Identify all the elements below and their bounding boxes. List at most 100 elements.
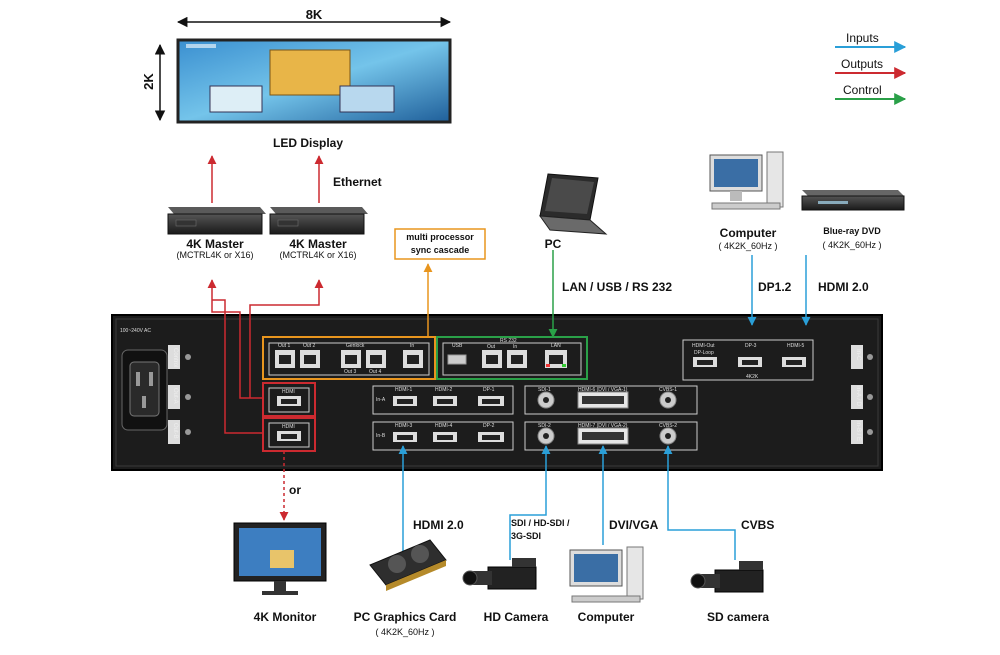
top-computer-spec: ( 4K2K_60Hz ) bbox=[718, 241, 778, 251]
led-title: LED Display bbox=[272, 136, 344, 150]
hd-camera-input-arrow bbox=[509, 445, 551, 560]
usb-label: USB bbox=[452, 343, 463, 349]
side-label-out-a: Out-A bbox=[172, 388, 178, 404]
led-width-label: 8K bbox=[305, 7, 323, 22]
dp1-label: DP-1 bbox=[483, 387, 495, 393]
in-b-hdmi-dp-row bbox=[372, 421, 514, 451]
genlock-section bbox=[262, 336, 436, 380]
sd-camera-input-arrow bbox=[663, 445, 736, 560]
processor-chassis bbox=[111, 314, 883, 471]
cvbs1-label: CVBS-1 bbox=[659, 387, 678, 393]
bluray-player bbox=[801, 190, 905, 211]
side-label-in-a-d: In-A / D bbox=[855, 386, 861, 407]
pc-title: PC bbox=[544, 237, 562, 251]
top-computer-title: Computer bbox=[719, 226, 777, 240]
cascade-label-line2: sync cascade bbox=[410, 245, 470, 255]
legend bbox=[835, 41, 907, 105]
dp3-label: DP-3 bbox=[745, 343, 757, 349]
out1-label: Out 1 bbox=[278, 343, 291, 349]
hdmi1-label: HDMI-1 bbox=[395, 387, 413, 393]
side-tab-out-b bbox=[168, 420, 180, 444]
genlock-label: Genlock bbox=[346, 343, 365, 349]
master2-title: 4K Master bbox=[289, 237, 347, 251]
bottom-computer-title: Computer bbox=[577, 610, 635, 624]
power-inlet bbox=[121, 349, 168, 431]
side-tab-control bbox=[168, 345, 180, 369]
in-d-sdi-dvi-cvbs-row bbox=[524, 385, 698, 415]
master-controller-1 bbox=[167, 207, 266, 235]
dp2-label: DP-2 bbox=[483, 423, 495, 429]
master-controller-2 bbox=[269, 207, 368, 235]
side-tab-out-a bbox=[168, 385, 180, 409]
legend-control-label: Control bbox=[843, 83, 882, 97]
side-tab-in-c bbox=[851, 345, 863, 369]
hdmi-out-label: HDMI-Out bbox=[692, 343, 715, 349]
in-c-4k-label: 4K2K bbox=[746, 374, 759, 380]
master1-title: 4K Master bbox=[186, 237, 244, 251]
rs-out-label: Out bbox=[487, 344, 496, 350]
sd-camera-link-label: CVBS bbox=[741, 518, 775, 532]
out3-label: Out 3 bbox=[344, 369, 357, 375]
control-section bbox=[436, 336, 588, 380]
pc-link-label: LAN / USB / RS 232 bbox=[562, 280, 673, 294]
legend-outputs-label: Outputs bbox=[841, 57, 884, 71]
in-a-hdmi-dp-row bbox=[372, 385, 514, 415]
laptop-pc bbox=[538, 173, 608, 235]
out-b-hdmi-label: HDMI bbox=[282, 424, 295, 430]
led-height-label: 2K bbox=[140, 73, 156, 90]
4k-monitor bbox=[233, 522, 327, 595]
side-label-in-b-e: In-B / E bbox=[855, 421, 861, 442]
side-label-out-b: Out-B bbox=[172, 423, 178, 439]
graphics-card bbox=[369, 539, 447, 591]
sdi1-label: SDI-1 bbox=[538, 387, 551, 393]
hdmi4-label: HDMI-4 bbox=[435, 423, 453, 429]
led-display bbox=[154, 16, 452, 124]
side-tab-in-b-e bbox=[851, 420, 863, 444]
hdmi5-label: HDMI-5 bbox=[787, 343, 805, 349]
hd-camera-title: HD Camera bbox=[483, 610, 549, 624]
led-window-2 bbox=[209, 85, 263, 113]
bluray-title: Blue-ray DVD bbox=[823, 226, 881, 236]
cvbs2-label: CVBS-2 bbox=[659, 423, 678, 429]
in-b-label: In-B bbox=[376, 433, 386, 439]
desktop-computer-bottom bbox=[569, 546, 644, 603]
rs232-label: RS 232 bbox=[500, 338, 517, 344]
out4-label: Out 4 bbox=[369, 369, 382, 375]
usb-rs232-lan-ports bbox=[447, 350, 567, 368]
graphics-title: PC Graphics Card bbox=[353, 610, 457, 624]
ethernet-label: Ethernet bbox=[333, 175, 382, 189]
in-c-section bbox=[682, 339, 814, 381]
sdi2-label: SDI-2 bbox=[538, 423, 551, 429]
hd-camera bbox=[462, 558, 537, 590]
rj45-ports-out bbox=[275, 350, 423, 368]
hdmi2-label: HDMI-2 bbox=[435, 387, 453, 393]
hd-camera-link-line1: SDI / HD-SDI / bbox=[511, 518, 570, 528]
out-a-hdmi-label: HDMI bbox=[282, 389, 295, 395]
dp12-label: DP1.2 bbox=[758, 280, 792, 294]
led-window-1 bbox=[269, 49, 351, 96]
cascade-label-line1: multi processor bbox=[406, 232, 474, 242]
hdmi3-label: HDMI-3 bbox=[395, 423, 413, 429]
desktop-computer-top bbox=[709, 151, 784, 210]
graphics-link-label: HDMI 2.0 bbox=[413, 518, 464, 532]
genlock-in-label: In bbox=[410, 343, 415, 349]
out-to-master2-line bbox=[249, 279, 324, 398]
out2-label: Out 2 bbox=[303, 343, 316, 349]
dvi1-label: HDMI-6 (DVI / VGA-1) bbox=[578, 387, 628, 393]
power-rating-label: 100~240V AC bbox=[120, 328, 151, 334]
lan-label: LAN bbox=[551, 343, 561, 349]
rs-in-label: In bbox=[513, 344, 518, 350]
master2-model: (MCTRL4K or X16) bbox=[279, 250, 357, 260]
hd-camera-link-line2: 3G-SDI bbox=[511, 531, 542, 541]
out-a-box bbox=[262, 382, 316, 417]
out-a-to-master1-line bbox=[207, 279, 263, 399]
out-b-box bbox=[262, 417, 316, 452]
legend-inputs-label: Inputs bbox=[846, 31, 879, 45]
or-label: or bbox=[289, 483, 301, 497]
hdmi20-top-label: HDMI 2.0 bbox=[818, 280, 869, 294]
cascade-box bbox=[394, 228, 486, 260]
monitor-title: 4K Monitor bbox=[253, 610, 317, 624]
computer-link-label: DVI/VGA bbox=[609, 518, 659, 532]
graphics-spec: ( 4K2K_60Hz ) bbox=[375, 627, 435, 637]
